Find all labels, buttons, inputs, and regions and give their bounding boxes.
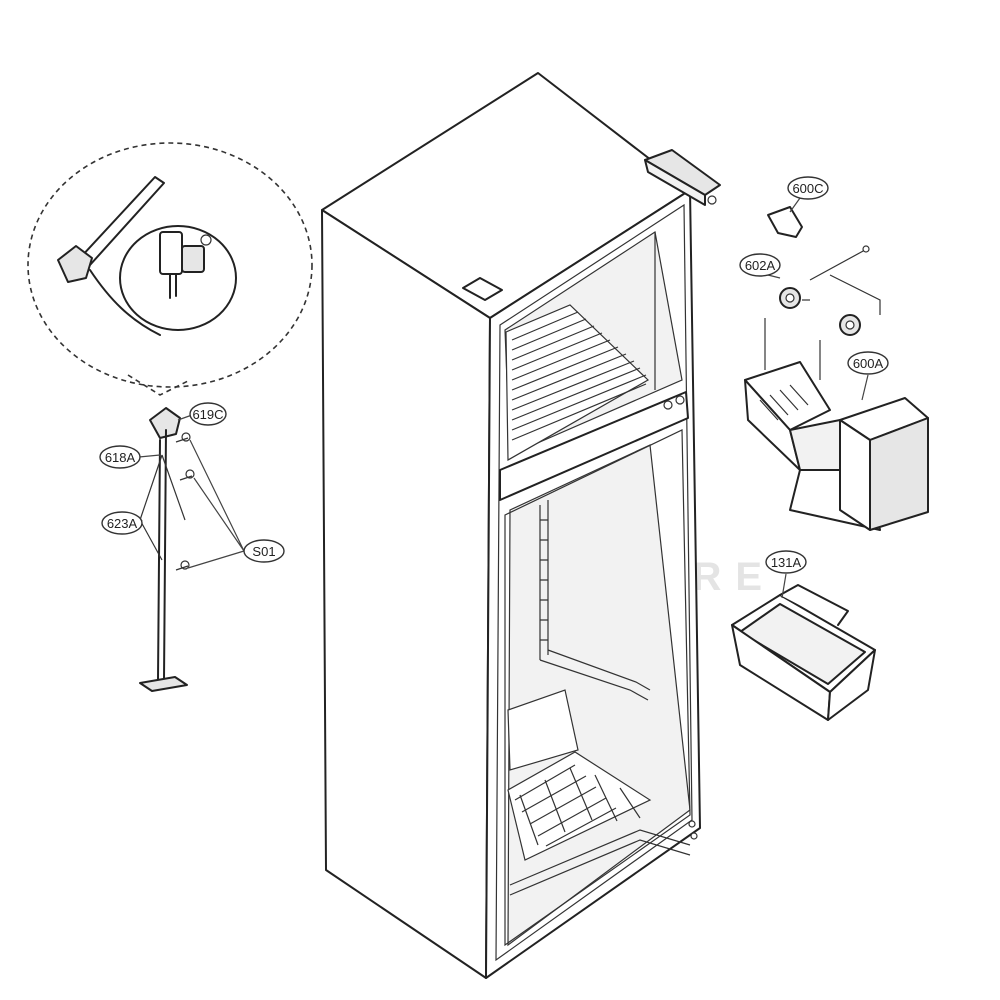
svg-text:623A: 623A xyxy=(107,516,138,531)
callout-623A: 623A xyxy=(101,511,143,535)
callout-600C: 600C xyxy=(787,176,829,213)
svg-text:600A: 600A xyxy=(853,356,884,371)
svg-text:602A: 602A xyxy=(745,258,776,273)
callout-618A: 618A xyxy=(99,445,161,469)
callout-600A: 600A xyxy=(847,351,889,401)
callout-619C: 619C xyxy=(177,402,227,426)
water-supply-assembly xyxy=(139,407,195,692)
water-valve-detail-bubble xyxy=(27,142,313,388)
svg-text:619C: 619C xyxy=(192,407,223,422)
callout-S01: S01 xyxy=(187,439,285,569)
svg-text:618A: 618A xyxy=(105,450,136,465)
detail-bubble-pointer xyxy=(127,374,191,396)
svg-text:131A: 131A xyxy=(771,555,802,570)
freezer-wire-shelf xyxy=(505,304,649,462)
bottom-wire-grid xyxy=(507,751,652,861)
ice-maker-assembly xyxy=(744,206,929,531)
svg-text:600C: 600C xyxy=(792,181,823,196)
ice-bin xyxy=(731,584,876,721)
callout-131A: 131A xyxy=(765,550,807,599)
callout-602A: 602A xyxy=(739,253,781,279)
refrigerator-cabinet xyxy=(321,72,721,979)
svg-text:S01: S01 xyxy=(252,544,275,559)
